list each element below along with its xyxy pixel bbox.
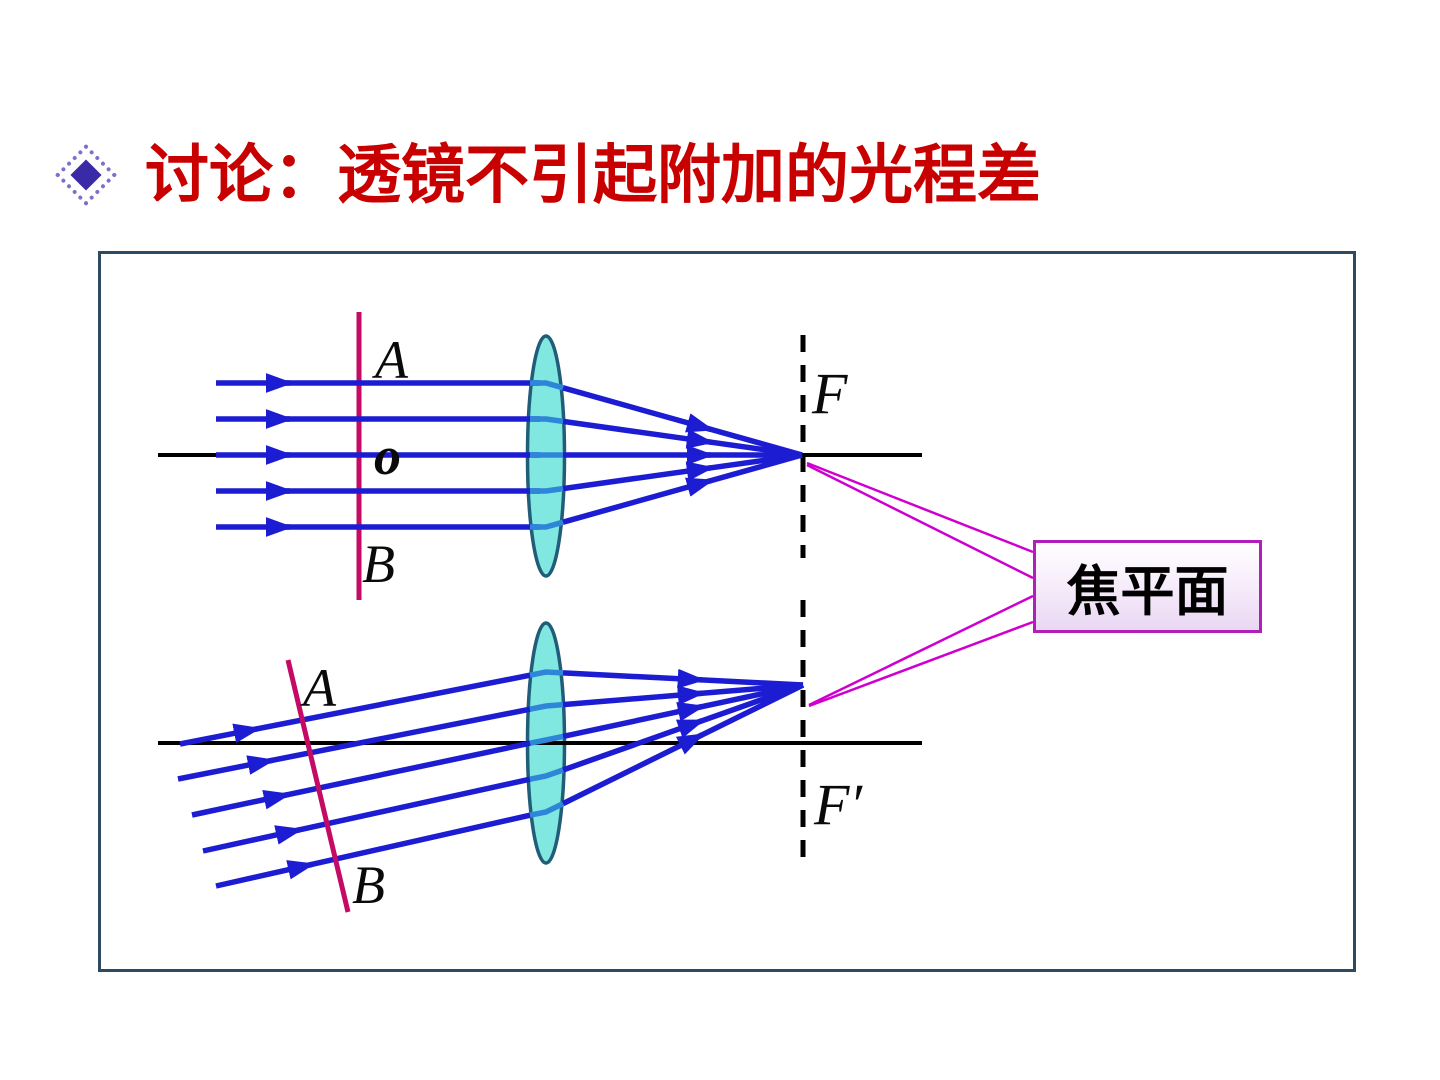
focal-plane-callout: 焦平面 (1033, 540, 1262, 633)
ray-arrow-segment (685, 461, 715, 482)
ray-arrow-segment (286, 860, 316, 880)
ray-segment (215, 812, 531, 889)
diamond-icon (54, 143, 118, 207)
ray-arrow-segment (274, 825, 304, 845)
ray-segment (191, 740, 531, 818)
label-focus-top: F (811, 361, 848, 426)
ray-arrow-segment (685, 429, 715, 449)
ray-segment (562, 452, 803, 492)
callout-leader-lines (806, 461, 1034, 708)
label-b-top: B (362, 534, 395, 594)
ray-in-lens (529, 701, 564, 712)
ray-arrow-segment (675, 718, 706, 739)
ray-arrow-segment (262, 790, 292, 810)
callout-line (808, 594, 1034, 707)
ray-in-lens (529, 733, 564, 746)
top-converging-rays (562, 385, 803, 525)
ray-arrow-segment (232, 723, 262, 744)
bottom-lens-view (158, 600, 922, 913)
label-a-top: A (372, 330, 409, 390)
label-b-bottom: B (352, 855, 385, 915)
callout-line (806, 463, 1034, 580)
ray-arrow-segment (677, 668, 706, 689)
ray-segment (179, 672, 531, 747)
label-focus-bottom: F′ (813, 772, 863, 837)
callout-line (806, 461, 1034, 554)
ray-arrow-segment (685, 413, 715, 433)
bottom-incoming-rays (177, 672, 531, 889)
ray-arrow-segment (676, 702, 706, 722)
ray-in-lens (529, 767, 564, 782)
ray-segment (562, 452, 803, 525)
bottom-converging-rays (561, 668, 805, 807)
ray-in-lens (529, 669, 564, 678)
top-lens-view (158, 312, 922, 600)
ray-in-lens (529, 801, 565, 818)
ray-in-lens (530, 380, 564, 391)
ray-arrow-segment (246, 755, 276, 775)
callout-line (808, 620, 1034, 708)
page-title: 讨论：透镜不引起附加的光程差 (145, 139, 1041, 211)
bottom-in-lens-rays (529, 669, 565, 818)
ray-in-lens (530, 485, 564, 494)
ray-segment (177, 706, 531, 782)
top-incoming-rays (216, 373, 540, 537)
ray-in-lens (530, 519, 564, 530)
lens-diagram: A o B F A B F′ (158, 312, 1034, 915)
top-in-lens-rays (530, 380, 564, 530)
ray-segment (562, 418, 803, 458)
diagram-labels: A o B F A B F′ (300, 330, 863, 915)
wavefront-line-bottom (285, 659, 351, 913)
ray-segment (562, 385, 803, 458)
ray-segment (202, 776, 531, 854)
ray-arrow-segment (675, 732, 705, 755)
ray-arrow-segment (677, 685, 706, 706)
ray-in-lens (530, 416, 564, 425)
label-a-bottom: A (300, 658, 337, 718)
ray-arrow-segment (685, 477, 715, 497)
focal-plane-callout-label: 焦平面 (1066, 562, 1229, 622)
diamond-icon-core (70, 159, 102, 191)
label-o-top: o (374, 426, 401, 486)
